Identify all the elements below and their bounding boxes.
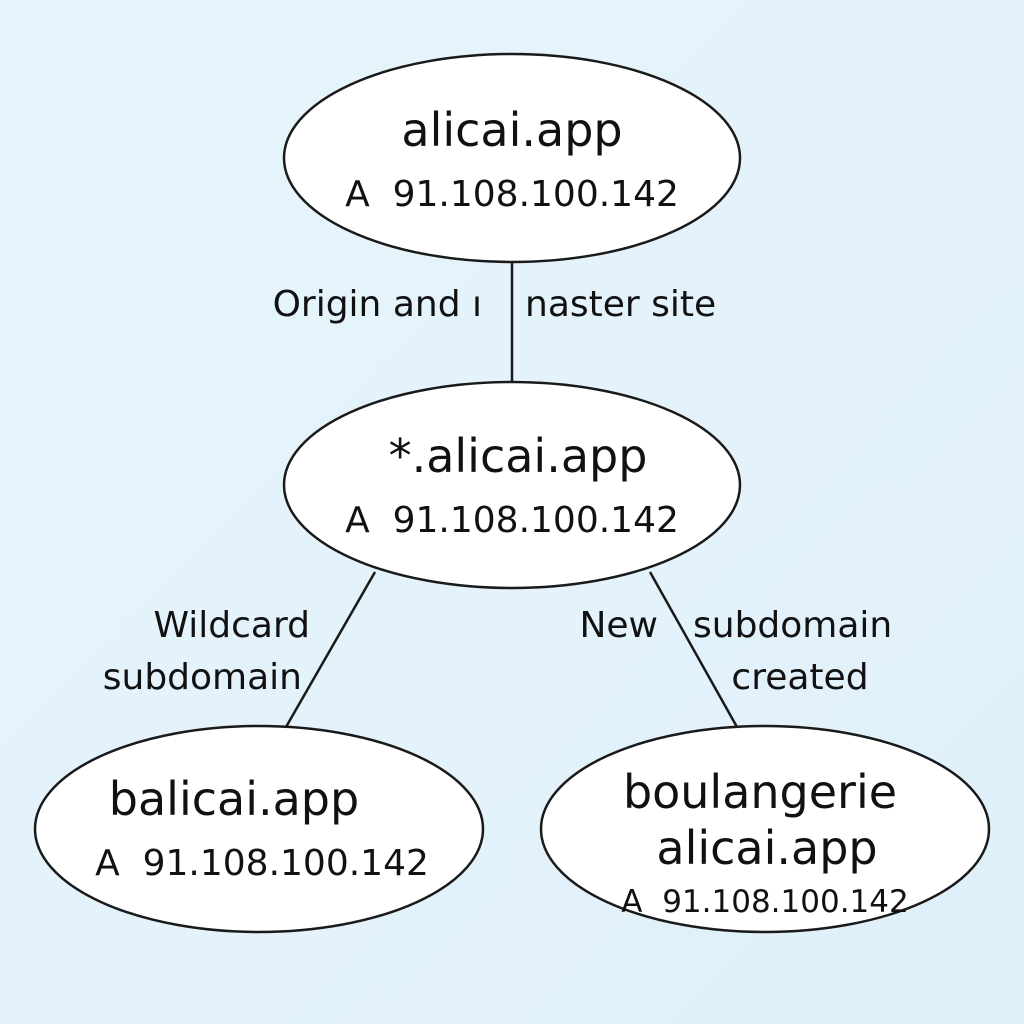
node-wildcard-record: A 91.108.100.142 <box>345 500 679 541</box>
edge-label-origin-left: Origin and ı <box>273 284 482 325</box>
node-balicai-record: A 91.108.100.142 <box>95 843 429 884</box>
node-boulangerie-ellipse <box>539 724 991 934</box>
edge-label-new: New <box>579 605 658 646</box>
node-wildcard: *.alicai.app A 91.108.100.142 <box>282 380 742 590</box>
node-root: alicai.app A 91.108.100.142 <box>282 52 742 264</box>
node-balicai-ellipse <box>33 724 485 934</box>
node-root-name: alicai.app <box>401 103 622 157</box>
node-wildcard-name: *.alicai.app <box>389 429 648 483</box>
edge-wildcard-to-balicai <box>284 571 377 728</box>
node-boulangerie-name-line2: alicai.app <box>656 821 877 875</box>
node-balicai: balicai.app A 91.108.100.142 <box>33 724 485 934</box>
node-wildcard-ellipse <box>282 380 742 590</box>
edge-label-wildcard-line2: subdomain <box>103 657 302 698</box>
edge-label-origin-right: naster site <box>525 284 716 325</box>
node-boulangerie-record: A 91.108.100.142 <box>621 884 908 920</box>
edge-label-subdomain-created-line1: subdomain <box>693 605 892 646</box>
node-balicai-name: balicai.app <box>109 772 359 826</box>
edge-wildcard-to-boulangerie <box>648 571 739 728</box>
edge-label-wildcard-line1: Wildcard <box>153 605 310 646</box>
node-root-ellipse <box>282 52 742 264</box>
node-boulangerie: boulangerie alicai.app A 91.108.100.142 <box>539 724 991 934</box>
edge-label-subdomain-created-line2: created <box>731 657 868 698</box>
node-root-record: A 91.108.100.142 <box>345 174 679 215</box>
node-boulangerie-name-line1: boulangerie <box>623 765 897 819</box>
